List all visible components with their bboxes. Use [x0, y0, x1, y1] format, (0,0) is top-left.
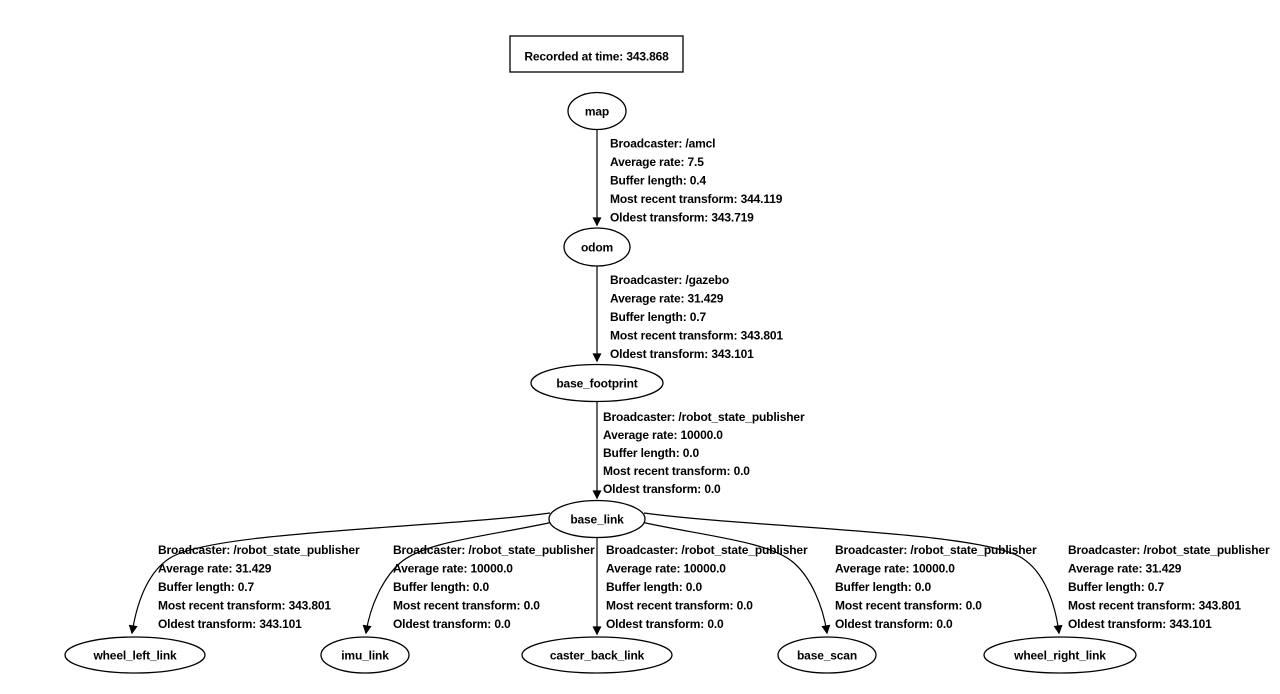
- node-base-link: [548, 499, 646, 539]
- node-wheel-right-link: [983, 636, 1137, 674]
- node-base-link-label: base_link: [570, 513, 624, 527]
- node-caster-back-link-label: caster_back_link: [550, 649, 645, 663]
- recorded-time-box: [509, 35, 684, 73]
- node-wheel-left-link-label: wheel_left_link: [92, 649, 177, 663]
- node-odom-label: odom: [581, 241, 613, 255]
- node-odom: [563, 227, 631, 267]
- edge-label-base-link-wheel-right-link: Broadcaster: /robot_state_publisher Aver…: [1068, 543, 1273, 631]
- node-map: [567, 91, 627, 131]
- edge-base-link-imu-link: [362, 521, 554, 635]
- node-map-label: map: [585, 105, 609, 119]
- node-base-footprint: [530, 363, 664, 403]
- edge-label-base-link-wheel-left-link: Broadcaster: /robot_state_publisher Aver…: [158, 543, 363, 631]
- edge-label-base-link-caster-back-link: Broadcaster: /robot_state_publisher Aver…: [606, 543, 811, 631]
- edge-label-map-odom: Broadcaster: /amcl Average rate: 7.5 Buf…: [610, 137, 785, 225]
- node-base-scan-label: base_scan: [797, 649, 857, 663]
- edge-base-link-base-scan: [640, 521, 831, 635]
- node-base-footprint-label: base_footprint: [556, 377, 637, 391]
- edge-base-link-wheel-right-link: [643, 512, 1063, 635]
- node-wheel-right-link-label: wheel_right_link: [1013, 649, 1106, 663]
- edge-label-base-footprint-base-link: Broadcaster: /robot_state_publisher Aver…: [603, 410, 808, 496]
- edge-base-link-wheel-left-link: [128, 512, 551, 635]
- node-wheel-left-link: [64, 636, 206, 674]
- edge-label-odom-base-footprint: Broadcaster: /gazebo Average rate: 31.42…: [610, 273, 786, 361]
- node-imu-link: [320, 636, 410, 674]
- recorded-time-label: Recorded at time: 343.868: [524, 50, 669, 64]
- node-base-scan: [777, 636, 877, 674]
- node-imu-link-label: imu_link: [341, 649, 389, 663]
- edge-label-base-link-base-scan: Broadcaster: /robot_state_publisher Aver…: [835, 543, 1040, 631]
- node-caster-back-link: [521, 636, 673, 674]
- edge-label-base-link-imu-link: Broadcaster: /robot_state_publisher Aver…: [393, 543, 598, 631]
